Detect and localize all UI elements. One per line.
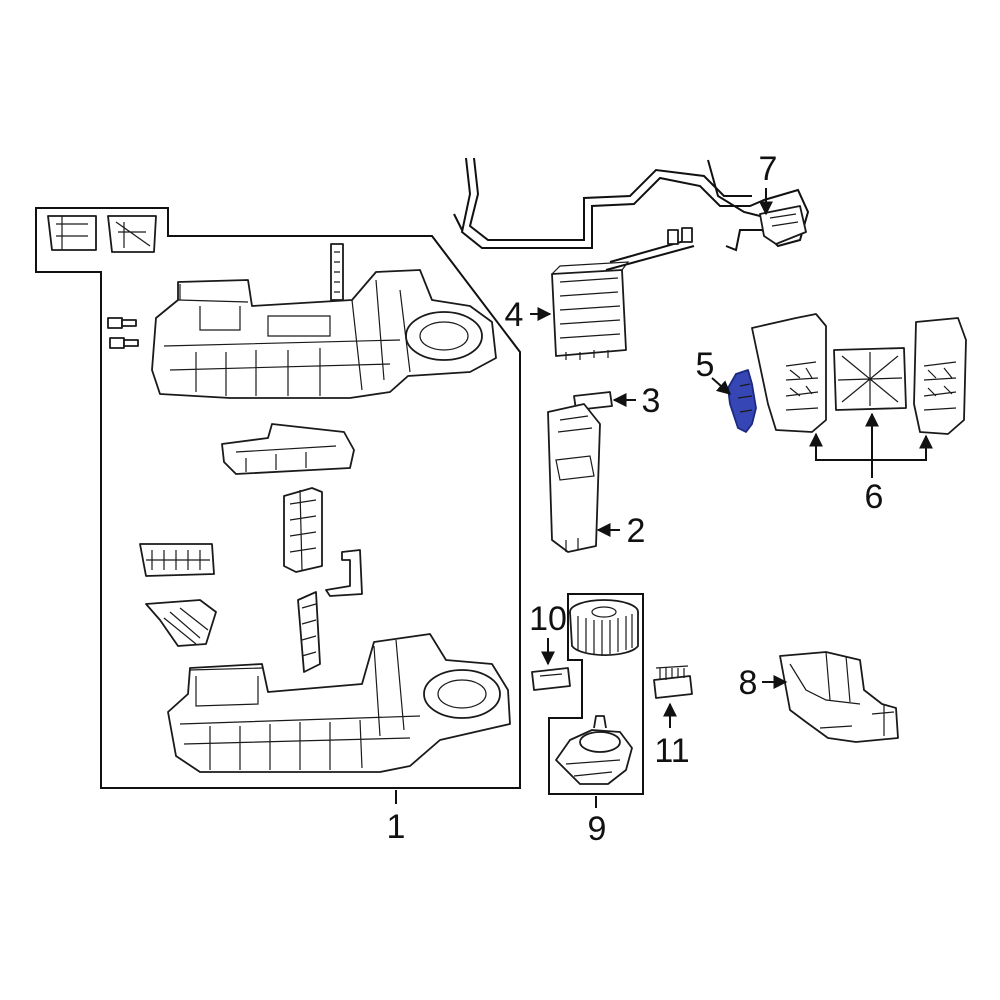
callout-9: 9 <box>588 810 607 848</box>
seal-part <box>145 599 217 647</box>
clip-left-part <box>47 215 97 251</box>
clip-right-part <box>107 215 157 253</box>
callout-2: 2 <box>627 512 646 550</box>
outlet-duct-part <box>779 651 899 743</box>
duct-piece-part <box>221 423 355 475</box>
callout-7: 7 <box>759 150 778 188</box>
callout-11: 11 <box>654 732 689 770</box>
callout-3: 3 <box>642 382 661 420</box>
screw-lower <box>109 337 139 349</box>
group-1-outline <box>35 207 521 789</box>
linkage-part <box>325 549 363 597</box>
actuator-arm-part <box>297 591 321 673</box>
lower-housing-part <box>167 633 511 773</box>
hose-assembly-part <box>453 157 810 271</box>
mode-door-part <box>283 487 323 573</box>
callout-4: 4 <box>505 296 524 334</box>
callout-10: 10 <box>529 600 567 638</box>
actuator-highlight <box>727 369 757 433</box>
blower-wheel-part <box>569 599 639 656</box>
resistor-part <box>531 667 571 691</box>
upper-housing-part <box>151 269 497 399</box>
screw-upper <box>107 317 137 329</box>
leader-5 <box>711 377 732 395</box>
blower-motor-part <box>555 715 633 785</box>
filter-door-set-part <box>751 313 967 435</box>
heater-core-part <box>551 261 630 360</box>
blend-door-actuator-part <box>727 369 757 433</box>
blower-motor-group: 9 <box>548 593 644 848</box>
grille-part <box>139 543 215 577</box>
hvac-housing-assembly-group: 1 <box>35 207 521 846</box>
rod-part <box>330 243 344 301</box>
callout-8: 8 <box>739 664 758 702</box>
connector-part <box>653 665 693 699</box>
evaporator-duct-part <box>547 403 601 553</box>
group-9-outline <box>548 593 644 795</box>
callout-5: 5 <box>696 346 715 384</box>
callout-6: 6 <box>865 478 884 516</box>
callout-1: 1 <box>387 808 406 846</box>
